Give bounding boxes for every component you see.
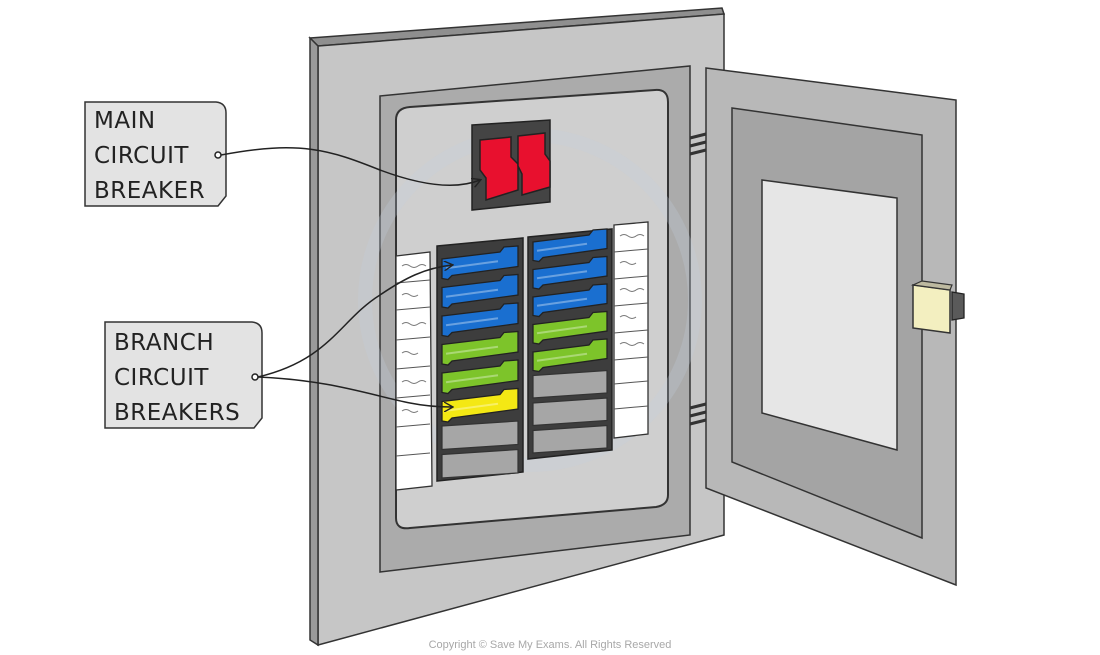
- breaker-switch-left-3-highlight: [445, 317, 499, 327]
- main-breaker-switch-right: [517, 132, 551, 196]
- breaker-switch-right-3-highlight: [536, 297, 588, 307]
- breaker-slot-left-7-empty: [441, 420, 519, 451]
- branch-breakers-callout: BRANCH CIRCUIT BREAKERS: [104, 265, 452, 429]
- copyright-text: Copyright © Save My Exams. All Rights Re…: [429, 639, 672, 651]
- main-breaker-callout: MAIN CIRCUIT BREAKER: [84, 101, 480, 207]
- breaker-switch-left-1-highlight: [445, 260, 499, 270]
- branch-label-line-1: BRANCH: [114, 330, 214, 356]
- breaker-switch-left-4-green: [441, 330, 519, 366]
- breaker-switch-left-2-blue: [441, 273, 519, 309]
- branch-callout-arrow-lower: [257, 376, 452, 407]
- left-label-strip: [395, 251, 433, 491]
- door-latch: [910, 280, 965, 334]
- breaker-switch-right-5-highlight: [536, 352, 588, 362]
- breaker-switch-left-4-highlight: [445, 345, 499, 355]
- breaker-switch-right-4-highlight: [536, 325, 588, 335]
- breaker-switch-left-5-highlight: [445, 374, 499, 384]
- main-callout-dot: [214, 151, 222, 159]
- breaker-switch-right-5-green: [532, 338, 608, 373]
- main-breaker: [471, 119, 551, 211]
- breaker-switch-left-5-green: [441, 359, 519, 395]
- door-hinges: [689, 132, 707, 426]
- breaker-switch-right-2-highlight: [536, 270, 588, 280]
- branch-callout-arrow-upper: [257, 265, 452, 378]
- main-label-line-3: BREAKER: [94, 178, 205, 204]
- breaker-column-right: [527, 228, 613, 460]
- breaker-switch-left-2-highlight: [445, 288, 499, 298]
- main-breaker-switch-left: [479, 136, 519, 202]
- right-label-strip: [613, 221, 649, 439]
- breaker-column-left: [436, 237, 524, 482]
- breaker-switch-right-4-green: [532, 310, 608, 345]
- breaker-switch-right-2-blue: [532, 255, 608, 290]
- breaker-switch-left-6-yellow: [441, 387, 519, 423]
- breaker-switch-left-6-highlight: [445, 402, 499, 412]
- main-callout-arrow: [220, 147, 480, 185]
- breaker-slot-right-8-empty: [532, 424, 608, 454]
- branch-callout-dot: [251, 373, 259, 381]
- breaker-switch-right-1-highlight: [536, 242, 588, 252]
- branch-label-line-2: CIRCUIT: [114, 365, 209, 391]
- breaker-switch-left-1-blue: [441, 245, 519, 281]
- panel-door: [705, 67, 965, 587]
- main-label-line-2: CIRCUIT: [94, 143, 189, 169]
- breaker-slot-right-7-empty: [532, 397, 608, 427]
- breaker-switch-right-1-blue: [532, 228, 608, 263]
- branch-label-line-3: BREAKERS: [114, 400, 240, 426]
- main-label-line-1: MAIN: [94, 108, 156, 134]
- breaker-switch-left-3-blue: [441, 302, 519, 338]
- breaker-slot-left-8-empty: [441, 448, 519, 479]
- breaker-slot-right-6-empty: [532, 369, 608, 399]
- breaker-switch-right-3-blue: [532, 283, 608, 318]
